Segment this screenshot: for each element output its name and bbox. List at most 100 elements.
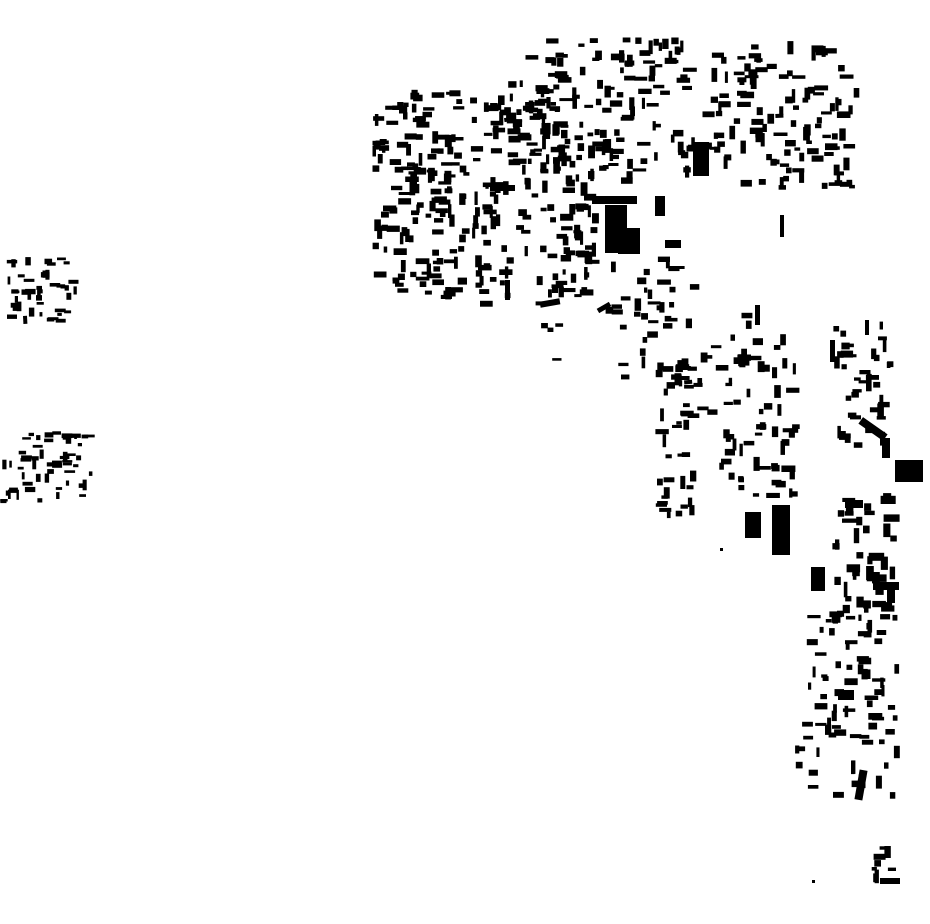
building — [872, 678, 886, 682]
building — [773, 345, 781, 350]
building — [866, 566, 873, 582]
building — [886, 604, 892, 611]
building — [839, 181, 853, 187]
building — [728, 377, 733, 384]
building — [595, 50, 602, 60]
building — [880, 878, 900, 884]
building — [834, 180, 843, 185]
building — [472, 227, 476, 239]
building — [614, 129, 620, 136]
building — [829, 611, 842, 618]
building — [841, 342, 850, 350]
building — [864, 695, 879, 700]
building — [803, 735, 814, 740]
building — [430, 188, 442, 195]
building — [522, 105, 535, 111]
building — [648, 320, 659, 324]
building — [618, 228, 640, 254]
building — [52, 460, 62, 464]
building — [771, 463, 778, 469]
building — [866, 377, 872, 392]
building — [883, 514, 900, 522]
building — [857, 664, 864, 675]
building — [641, 356, 646, 369]
building — [450, 287, 463, 293]
building — [472, 223, 479, 229]
building — [574, 236, 583, 241]
building — [557, 77, 572, 83]
building — [540, 128, 548, 135]
building — [425, 213, 432, 218]
building — [847, 412, 857, 418]
building — [640, 158, 648, 164]
building — [687, 366, 697, 371]
building — [733, 71, 745, 76]
building — [559, 98, 573, 102]
building — [505, 280, 510, 300]
building — [639, 348, 646, 356]
building — [611, 309, 623, 315]
building — [76, 455, 82, 461]
building — [782, 358, 788, 369]
building — [876, 574, 887, 582]
building — [88, 471, 93, 476]
building — [746, 388, 751, 398]
building — [573, 230, 582, 234]
building — [832, 543, 840, 550]
building — [772, 367, 778, 379]
building — [740, 91, 755, 99]
building — [66, 292, 72, 300]
building — [690, 470, 697, 482]
building — [419, 281, 427, 287]
building — [20, 458, 32, 462]
building — [858, 417, 888, 441]
building — [541, 117, 546, 127]
building — [570, 273, 577, 283]
building — [590, 259, 600, 264]
building — [454, 256, 458, 269]
building — [642, 337, 648, 343]
building — [802, 97, 809, 103]
building — [858, 657, 872, 665]
building — [846, 354, 857, 358]
building — [697, 406, 709, 411]
building — [627, 158, 633, 169]
building — [478, 264, 492, 271]
building — [665, 240, 681, 248]
building — [542, 180, 548, 193]
building — [524, 177, 530, 185]
building — [68, 279, 79, 284]
building — [432, 279, 444, 286]
building — [604, 86, 615, 90]
building — [873, 853, 886, 860]
building — [814, 85, 829, 91]
building — [688, 144, 696, 150]
building — [643, 268, 650, 276]
building — [787, 41, 794, 55]
building — [433, 266, 441, 272]
building — [702, 111, 715, 118]
building — [755, 305, 760, 325]
building — [884, 846, 891, 858]
building — [483, 132, 493, 136]
building — [763, 364, 770, 372]
building — [725, 437, 731, 442]
building — [556, 233, 568, 239]
building — [435, 134, 450, 140]
building — [724, 154, 732, 161]
building — [553, 166, 561, 171]
building — [792, 75, 806, 79]
building — [629, 97, 635, 110]
building — [32, 458, 37, 470]
building — [461, 228, 470, 234]
building — [839, 128, 846, 141]
building — [851, 391, 859, 398]
building — [676, 421, 682, 425]
building — [546, 97, 551, 109]
building — [664, 315, 672, 322]
building — [723, 429, 730, 439]
building — [887, 585, 895, 603]
building — [594, 129, 600, 136]
building — [557, 155, 572, 162]
building — [680, 40, 684, 53]
